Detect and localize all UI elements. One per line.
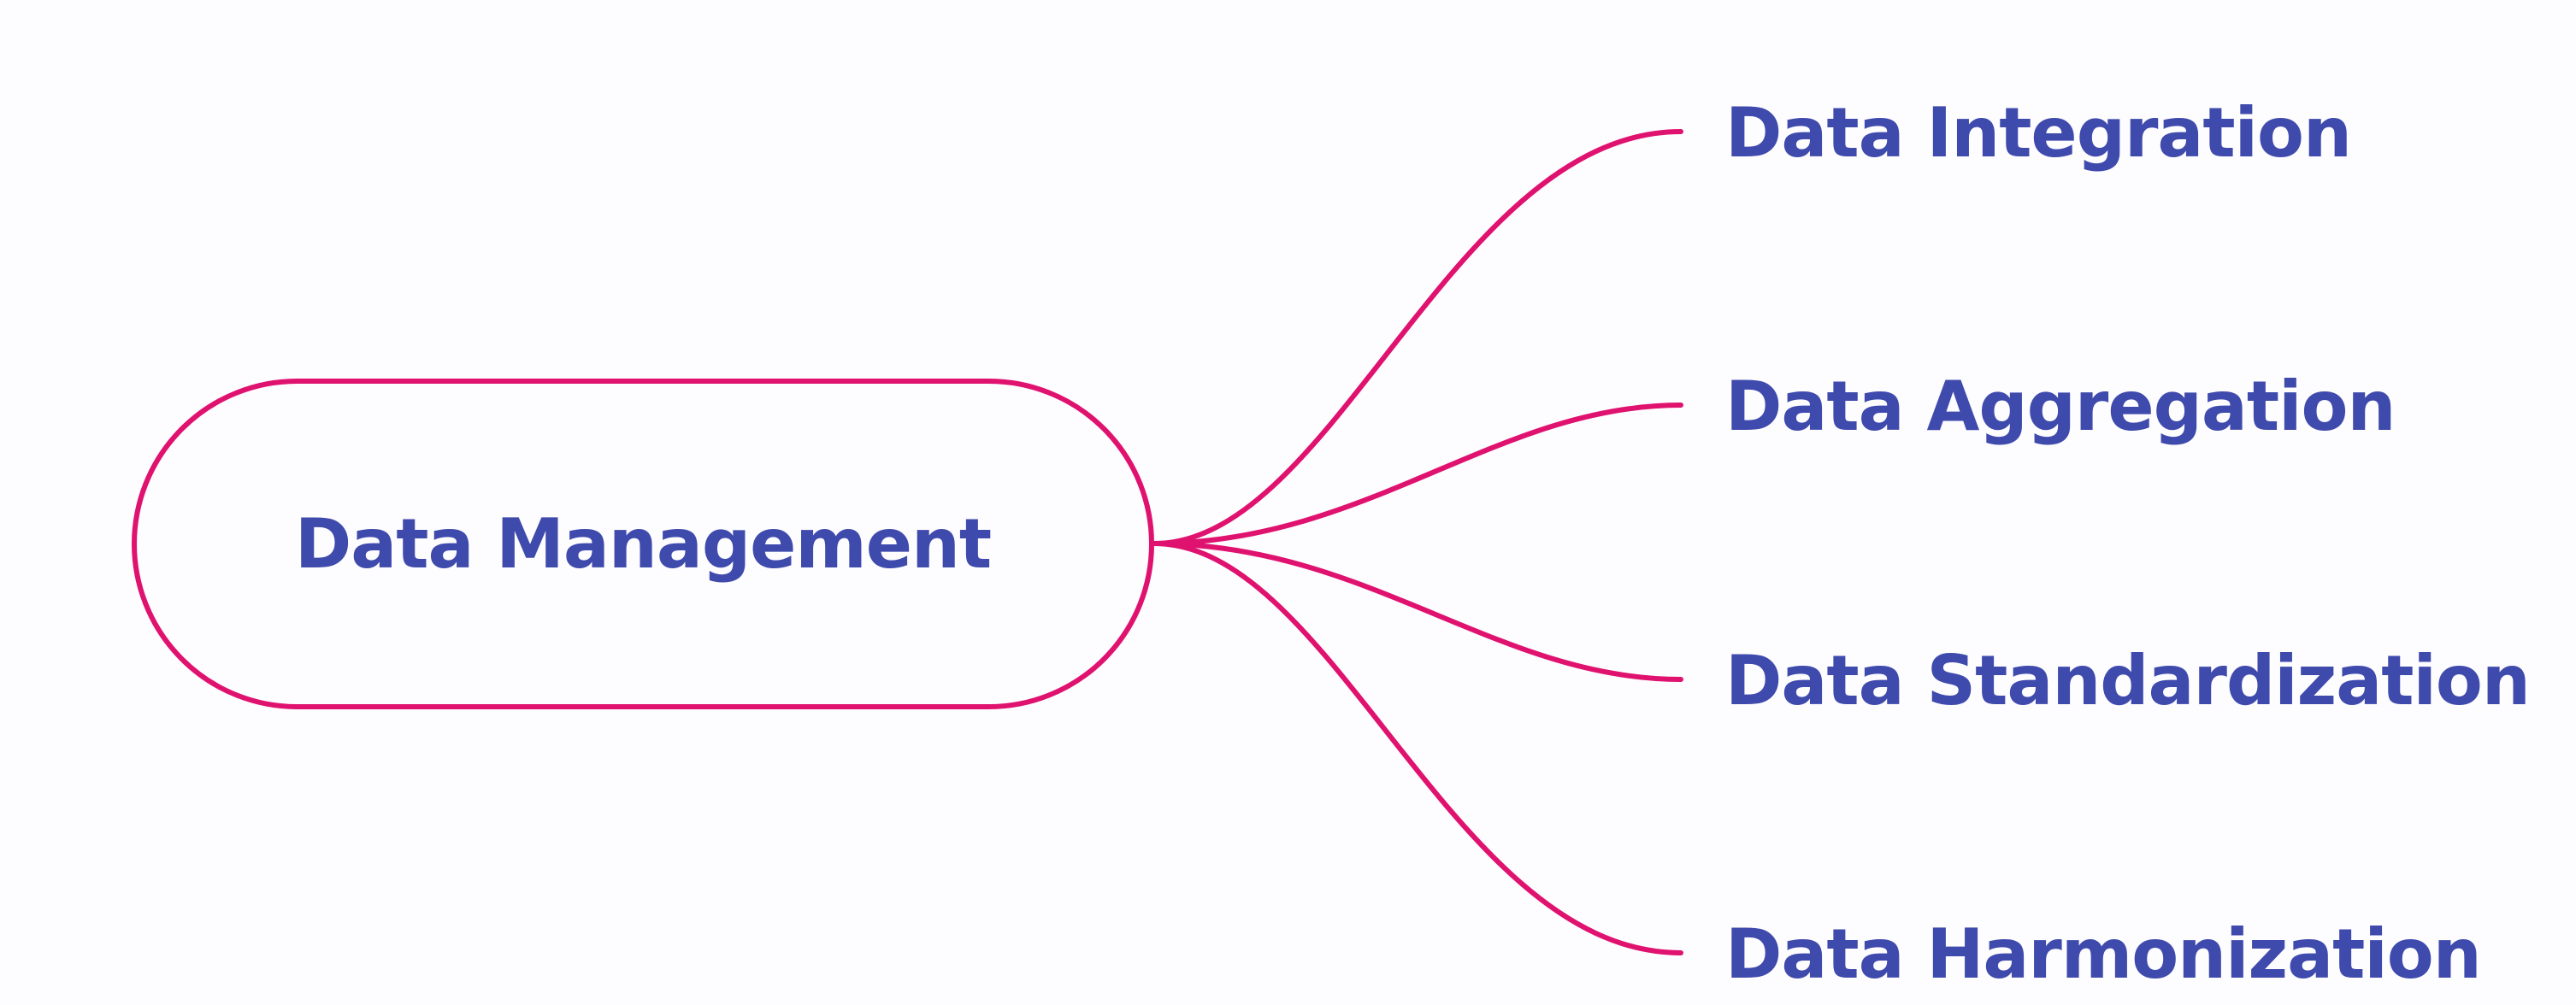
connector-integration bbox=[1152, 129, 1683, 546]
child-node-standardization[interactable]: Data Standardization bbox=[1725, 641, 2531, 720]
connector-standardization bbox=[1152, 541, 1683, 682]
connector-aggregation bbox=[1152, 403, 1683, 546]
child-node-integration[interactable]: Data Integration bbox=[1725, 93, 2352, 173]
child-node-aggregation[interactable]: Data Aggregation bbox=[1725, 367, 2396, 446]
child-node-harmonization[interactable]: Data Harmonization bbox=[1725, 914, 2482, 994]
connector-harmonization bbox=[1152, 541, 1683, 955]
root-node[interactable]: Data Management bbox=[132, 379, 1154, 709]
root-label: Data Management bbox=[294, 504, 992, 584]
